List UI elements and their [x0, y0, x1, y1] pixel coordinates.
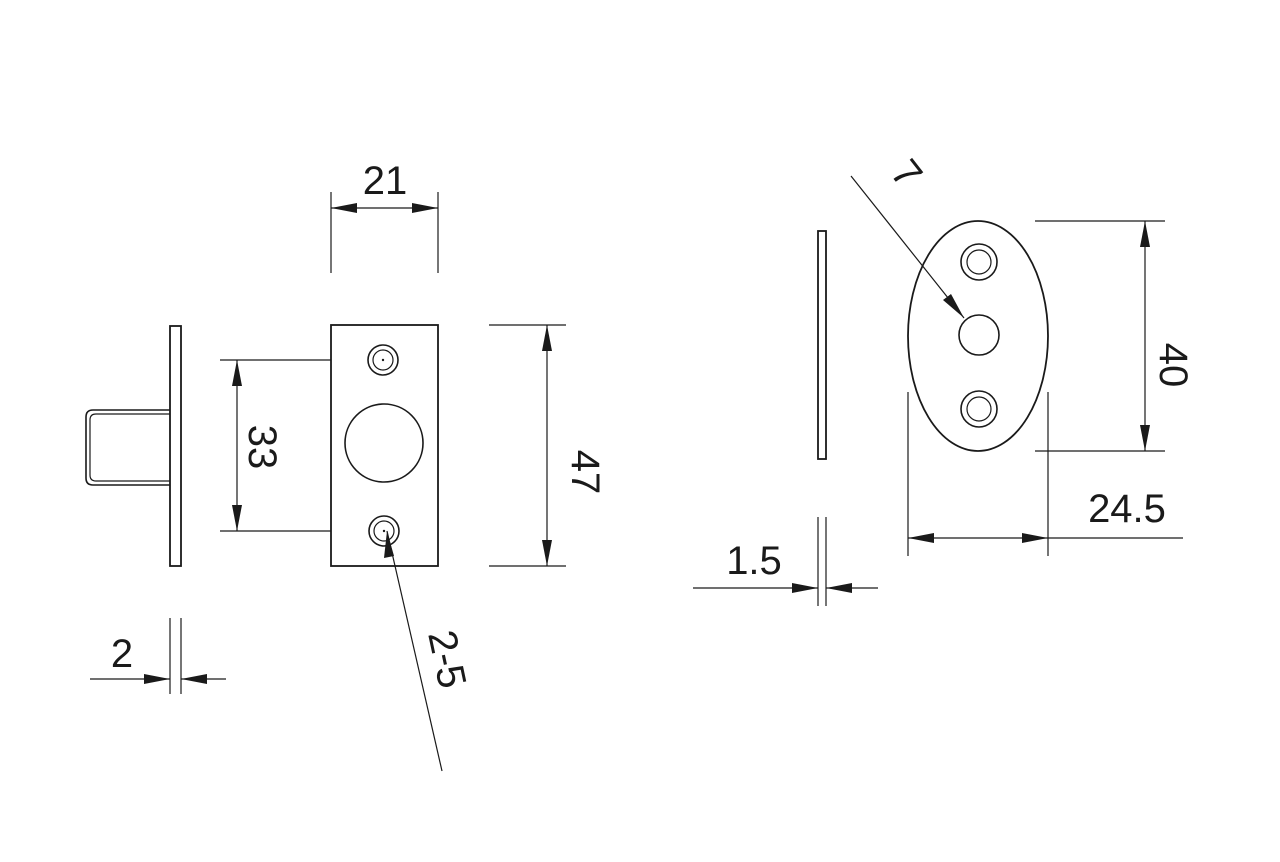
label-screw-spacing: 33 — [240, 425, 284, 470]
keep-bottom-screw-hole — [960, 390, 998, 428]
dimension-plate-thickness: 2 — [90, 618, 226, 694]
keep-side-view — [817, 230, 827, 460]
label-screw-hole: 2-5 — [419, 626, 474, 692]
catch-body-inner — [89, 413, 170, 482]
label-plate-height: 47 — [563, 450, 607, 495]
catch-face-plate — [330, 324, 439, 567]
catch-front-view — [330, 324, 439, 567]
dimension-bolt-width: 21 — [330, 159, 439, 273]
dimension-plate-height: 47 — [489, 324, 607, 567]
label-keep-height: 40 — [1151, 343, 1195, 388]
label-bolt-width: 21 — [363, 159, 408, 203]
keep-center-hole — [958, 314, 1000, 356]
label-keep-thickness: 1.5 — [726, 539, 782, 583]
dimension-keep-width: 24.5 — [907, 392, 1183, 556]
catch-body-outer — [85, 409, 170, 486]
dimension-screw-spacing: 33 — [220, 359, 331, 532]
keep-front-view — [907, 220, 1049, 452]
keep-oval-plate — [907, 220, 1049, 452]
keep-plate-profile — [817, 230, 827, 460]
label-plate-thickness: 2 — [111, 632, 133, 676]
dimension-keep-thickness: 1.5 — [693, 517, 878, 606]
catch-ball — [344, 403, 424, 483]
label-keep-width: 24.5 — [1088, 487, 1166, 531]
label-keep-hole: 7 — [882, 152, 930, 197]
catch-side-view — [85, 325, 182, 567]
keep-top-screw-hole — [960, 243, 998, 281]
catch-flange-profile — [169, 325, 182, 567]
dimension-keep-height: 40 — [1035, 220, 1195, 452]
top-screw-hole — [367, 344, 399, 376]
dimension-screw-hole: 2-5 — [384, 530, 474, 772]
bottom-screw-hole — [368, 515, 400, 547]
